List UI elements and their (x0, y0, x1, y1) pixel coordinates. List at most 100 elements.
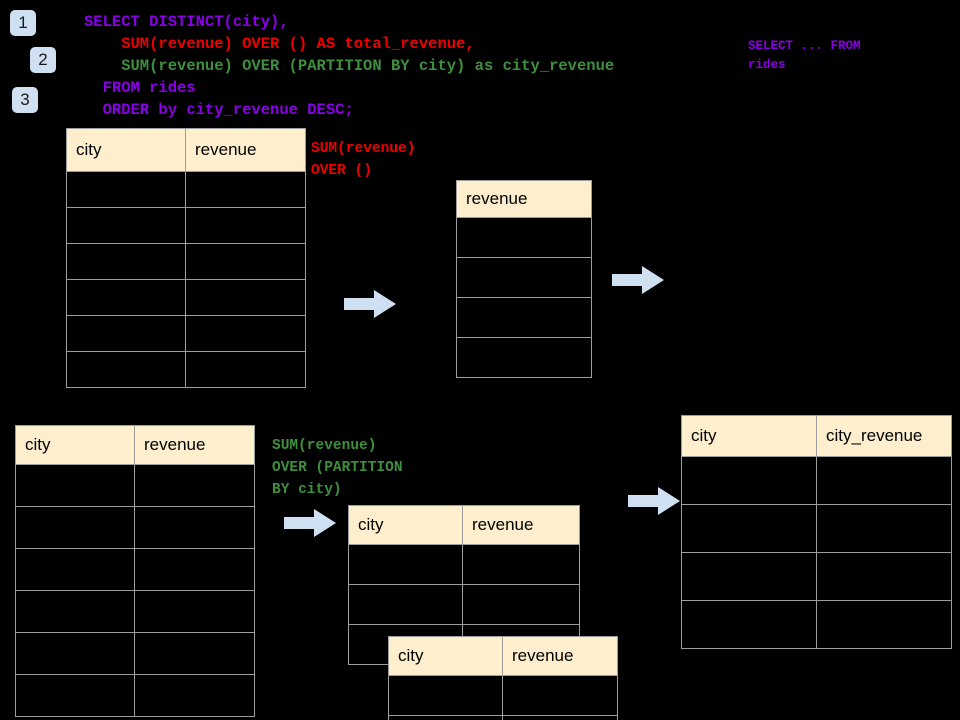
table-cell (456, 257, 592, 298)
table-cell (185, 351, 306, 388)
table-cell (456, 297, 592, 338)
table-header-row: city revenue (15, 425, 255, 465)
table-cell (681, 504, 817, 553)
table-cell (462, 544, 580, 585)
table-row (388, 715, 618, 720)
table-cell (15, 506, 135, 549)
table-cell (134, 632, 255, 675)
table-row (681, 600, 952, 649)
table-cell (134, 590, 255, 633)
table-row (66, 279, 306, 316)
arrow-bottom-left-icon (284, 509, 336, 537)
table-result: city city_revenue (681, 415, 952, 649)
query-line-order-by: ORDER by city_revenue DESC; (84, 101, 354, 119)
table-cell (66, 171, 186, 208)
table-cell (134, 674, 255, 717)
arrow-top-left-icon (344, 290, 396, 318)
table-cell (185, 171, 306, 208)
table-cell (681, 552, 817, 601)
table-row (66, 243, 306, 280)
annotation-city-revenue: SUM(revenue) OVER (PARTITION BY city) (272, 438, 403, 498)
table-row (15, 506, 255, 549)
table-cell (348, 584, 463, 625)
column-header-revenue: revenue (185, 128, 306, 172)
table-cell (816, 552, 952, 601)
step-badge-3: 3 (12, 87, 38, 113)
column-header-city-revenue: city_revenue (816, 415, 952, 457)
column-header-city: city (66, 128, 186, 172)
table-cell (462, 584, 580, 625)
table-row (456, 217, 592, 258)
column-header-city: city (15, 425, 135, 465)
table-row (66, 351, 306, 388)
table-cell (185, 279, 306, 316)
table-cell (15, 674, 135, 717)
table-row (681, 552, 952, 601)
table-cell (15, 632, 135, 675)
column-header-revenue: revenue (134, 425, 255, 465)
table-cell (816, 456, 952, 505)
table-row (15, 464, 255, 507)
arrow-top-right-icon (612, 266, 664, 294)
arrow-bottom-right-icon (628, 487, 680, 515)
table-header-row: city revenue (66, 128, 306, 172)
table-row (66, 315, 306, 352)
table-cell (134, 506, 255, 549)
side-note-line-1: SELECT ... FROM (748, 39, 861, 53)
table-cell (66, 279, 186, 316)
table-row (66, 171, 306, 208)
table-rides-top: city revenue (66, 128, 306, 388)
table-cell (185, 315, 306, 352)
table-cell (185, 243, 306, 280)
query-line-city-revenue: SUM(revenue) OVER (PARTITION BY city) as… (84, 57, 615, 75)
table-body (15, 464, 255, 717)
table-cell (134, 464, 255, 507)
column-header-revenue: revenue (502, 636, 618, 676)
table-body (681, 456, 952, 649)
column-header-revenue: revenue (462, 505, 580, 545)
table-row (388, 675, 618, 716)
table-partition-b: city revenue (388, 636, 618, 720)
table-row (66, 207, 306, 244)
table-row (15, 674, 255, 717)
table-cell (15, 548, 135, 591)
column-header-city: city (348, 505, 463, 545)
table-row (456, 297, 592, 338)
table-cell (66, 315, 186, 352)
table-cell (816, 504, 952, 553)
table-row (15, 548, 255, 591)
table-cell (502, 715, 618, 720)
step-badge-2: 2 (30, 47, 56, 73)
table-cell (15, 590, 135, 633)
table-rides-bottom: city revenue (15, 425, 255, 717)
table-cell (66, 207, 186, 244)
table-body (66, 171, 306, 388)
query-line-select: SELECT DISTINCT(city), (84, 13, 289, 31)
table-cell (681, 456, 817, 505)
table-cell (456, 337, 592, 378)
table-row (348, 544, 580, 585)
table-cell (681, 600, 817, 649)
table-row (681, 504, 952, 553)
table-cell (15, 464, 135, 507)
table-body (456, 217, 592, 378)
table-cell (185, 207, 306, 244)
table-cell (66, 351, 186, 388)
query-line-from: FROM rides (84, 79, 196, 97)
side-note-line-2: rides (748, 58, 786, 72)
table-body (388, 675, 618, 720)
table-cell (348, 544, 463, 585)
step-badge-1: 1 (10, 10, 36, 36)
table-header-row: city revenue (388, 636, 618, 676)
query-line-total-revenue: SUM(revenue) OVER () AS total_revenue, (84, 35, 475, 53)
table-row (681, 456, 952, 505)
table-row (348, 584, 580, 625)
table-cell (388, 675, 503, 716)
table-cell (66, 243, 186, 280)
column-header-city: city (681, 415, 817, 457)
column-header-city: city (388, 636, 503, 676)
annotation-total-revenue: SUM(revenue) OVER () (311, 141, 416, 179)
table-cell (388, 715, 503, 720)
table-cell (134, 548, 255, 591)
